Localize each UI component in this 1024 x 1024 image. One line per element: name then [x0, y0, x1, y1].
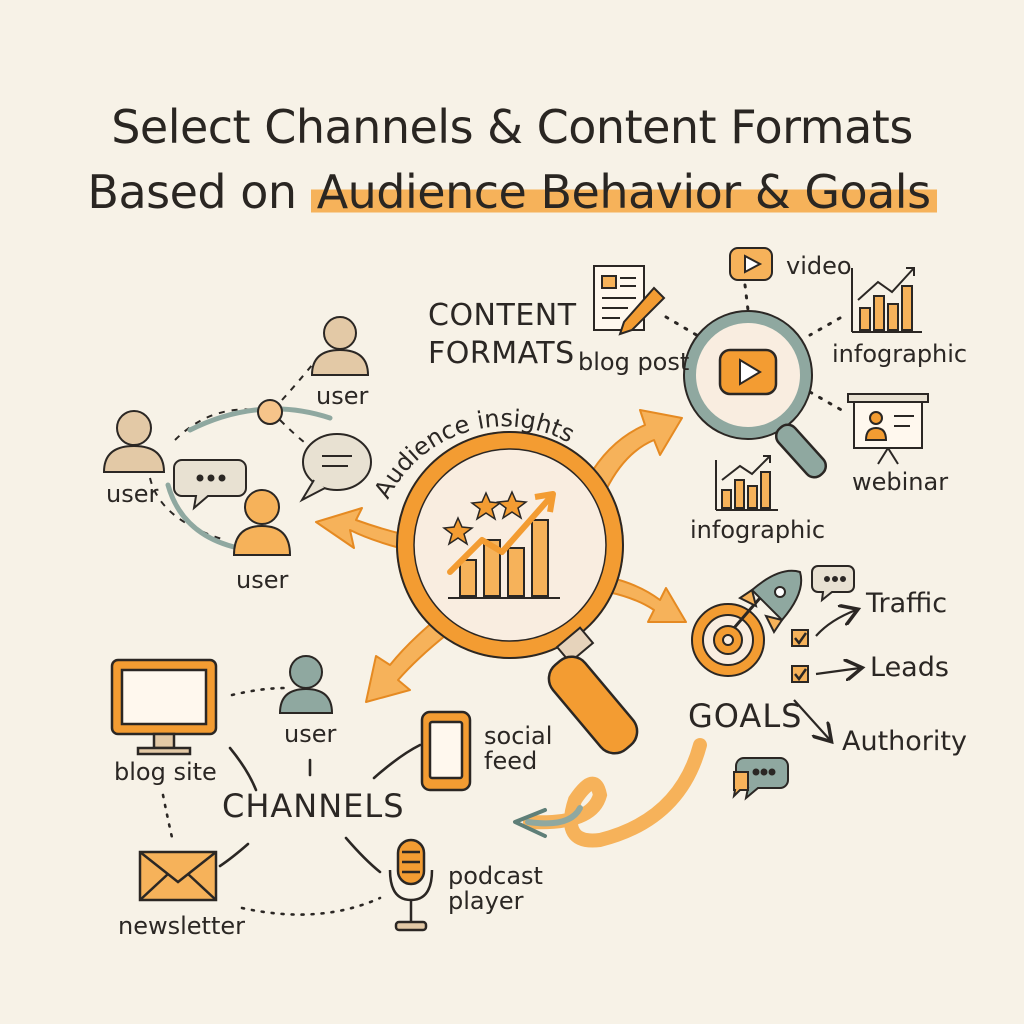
user-label: user — [106, 480, 159, 508]
page-title-line-2: Based on Audience Behavior & Goals — [0, 165, 1024, 219]
monitor-icon — [110, 658, 218, 756]
content-format-lines — [664, 283, 847, 414]
webinar-icon — [847, 393, 929, 465]
chat-bubble-icon — [173, 459, 247, 511]
user-icon — [310, 316, 370, 376]
title-highlight: Audience Behavior & Goals — [310, 165, 937, 219]
return-arrow — [513, 738, 707, 848]
title-line-1-text: Select Channels & Content Formats — [111, 100, 913, 154]
goal-label-authority: Authority — [842, 726, 967, 757]
smartphone-icon — [420, 710, 472, 792]
user-icon — [278, 655, 334, 714]
infographic-icon — [715, 455, 778, 511]
format-label-blog-post: blog post — [578, 348, 690, 376]
content-formats-heading-1: CONTENT — [428, 298, 577, 333]
chat-bubble-icon — [732, 757, 789, 801]
user-icon — [232, 489, 292, 556]
audience-insights-magnifier — [396, 431, 639, 755]
format-label-video: video — [786, 252, 852, 280]
format-label-webinar: webinar — [852, 468, 949, 496]
channel-label-blog-site: blog site — [114, 758, 217, 786]
format-label-infographic-2: infographic — [690, 516, 826, 544]
video-icon — [729, 247, 773, 281]
envelope-icon — [138, 850, 218, 902]
goal-label-leads: Leads — [870, 652, 949, 683]
audience-insights-label: Audience insights — [369, 404, 579, 503]
user-label: user — [236, 566, 289, 594]
goals-heading: GOALS — [688, 697, 803, 735]
chat-bubble-icon — [811, 565, 855, 603]
flow-arrows — [315, 409, 687, 703]
blog-post-icon — [593, 265, 666, 336]
target-rocket-icon — [691, 569, 803, 677]
channel-lines — [161, 686, 422, 916]
channels-heading: CHANNELS — [222, 787, 405, 825]
microphone-icon — [388, 838, 434, 932]
goal-label-traffic: Traffic — [866, 588, 948, 619]
format-label-infographic: infographic — [832, 340, 968, 368]
page-title-line-1: Select Channels & Content Formats — [0, 100, 1024, 154]
infographic-icon — [851, 267, 922, 333]
content-formats-heading-2: FORMATS — [428, 336, 575, 371]
user-icon — [102, 410, 166, 473]
chat-bubble-icon — [299, 433, 372, 503]
user-node-icon — [257, 399, 283, 425]
channel-label-podcast-player: podcast player — [448, 862, 543, 916]
goal-arrows — [793, 610, 860, 740]
video-magnifier-icon — [683, 310, 828, 479]
channel-label-newsletter: newsletter — [118, 912, 245, 940]
user-label: user — [284, 720, 337, 748]
check-box-icon — [791, 629, 809, 683]
title-line-2-prefix: Based on — [87, 165, 297, 219]
channel-label-social-feed: social feed — [484, 722, 553, 776]
user-label: user — [316, 382, 369, 410]
